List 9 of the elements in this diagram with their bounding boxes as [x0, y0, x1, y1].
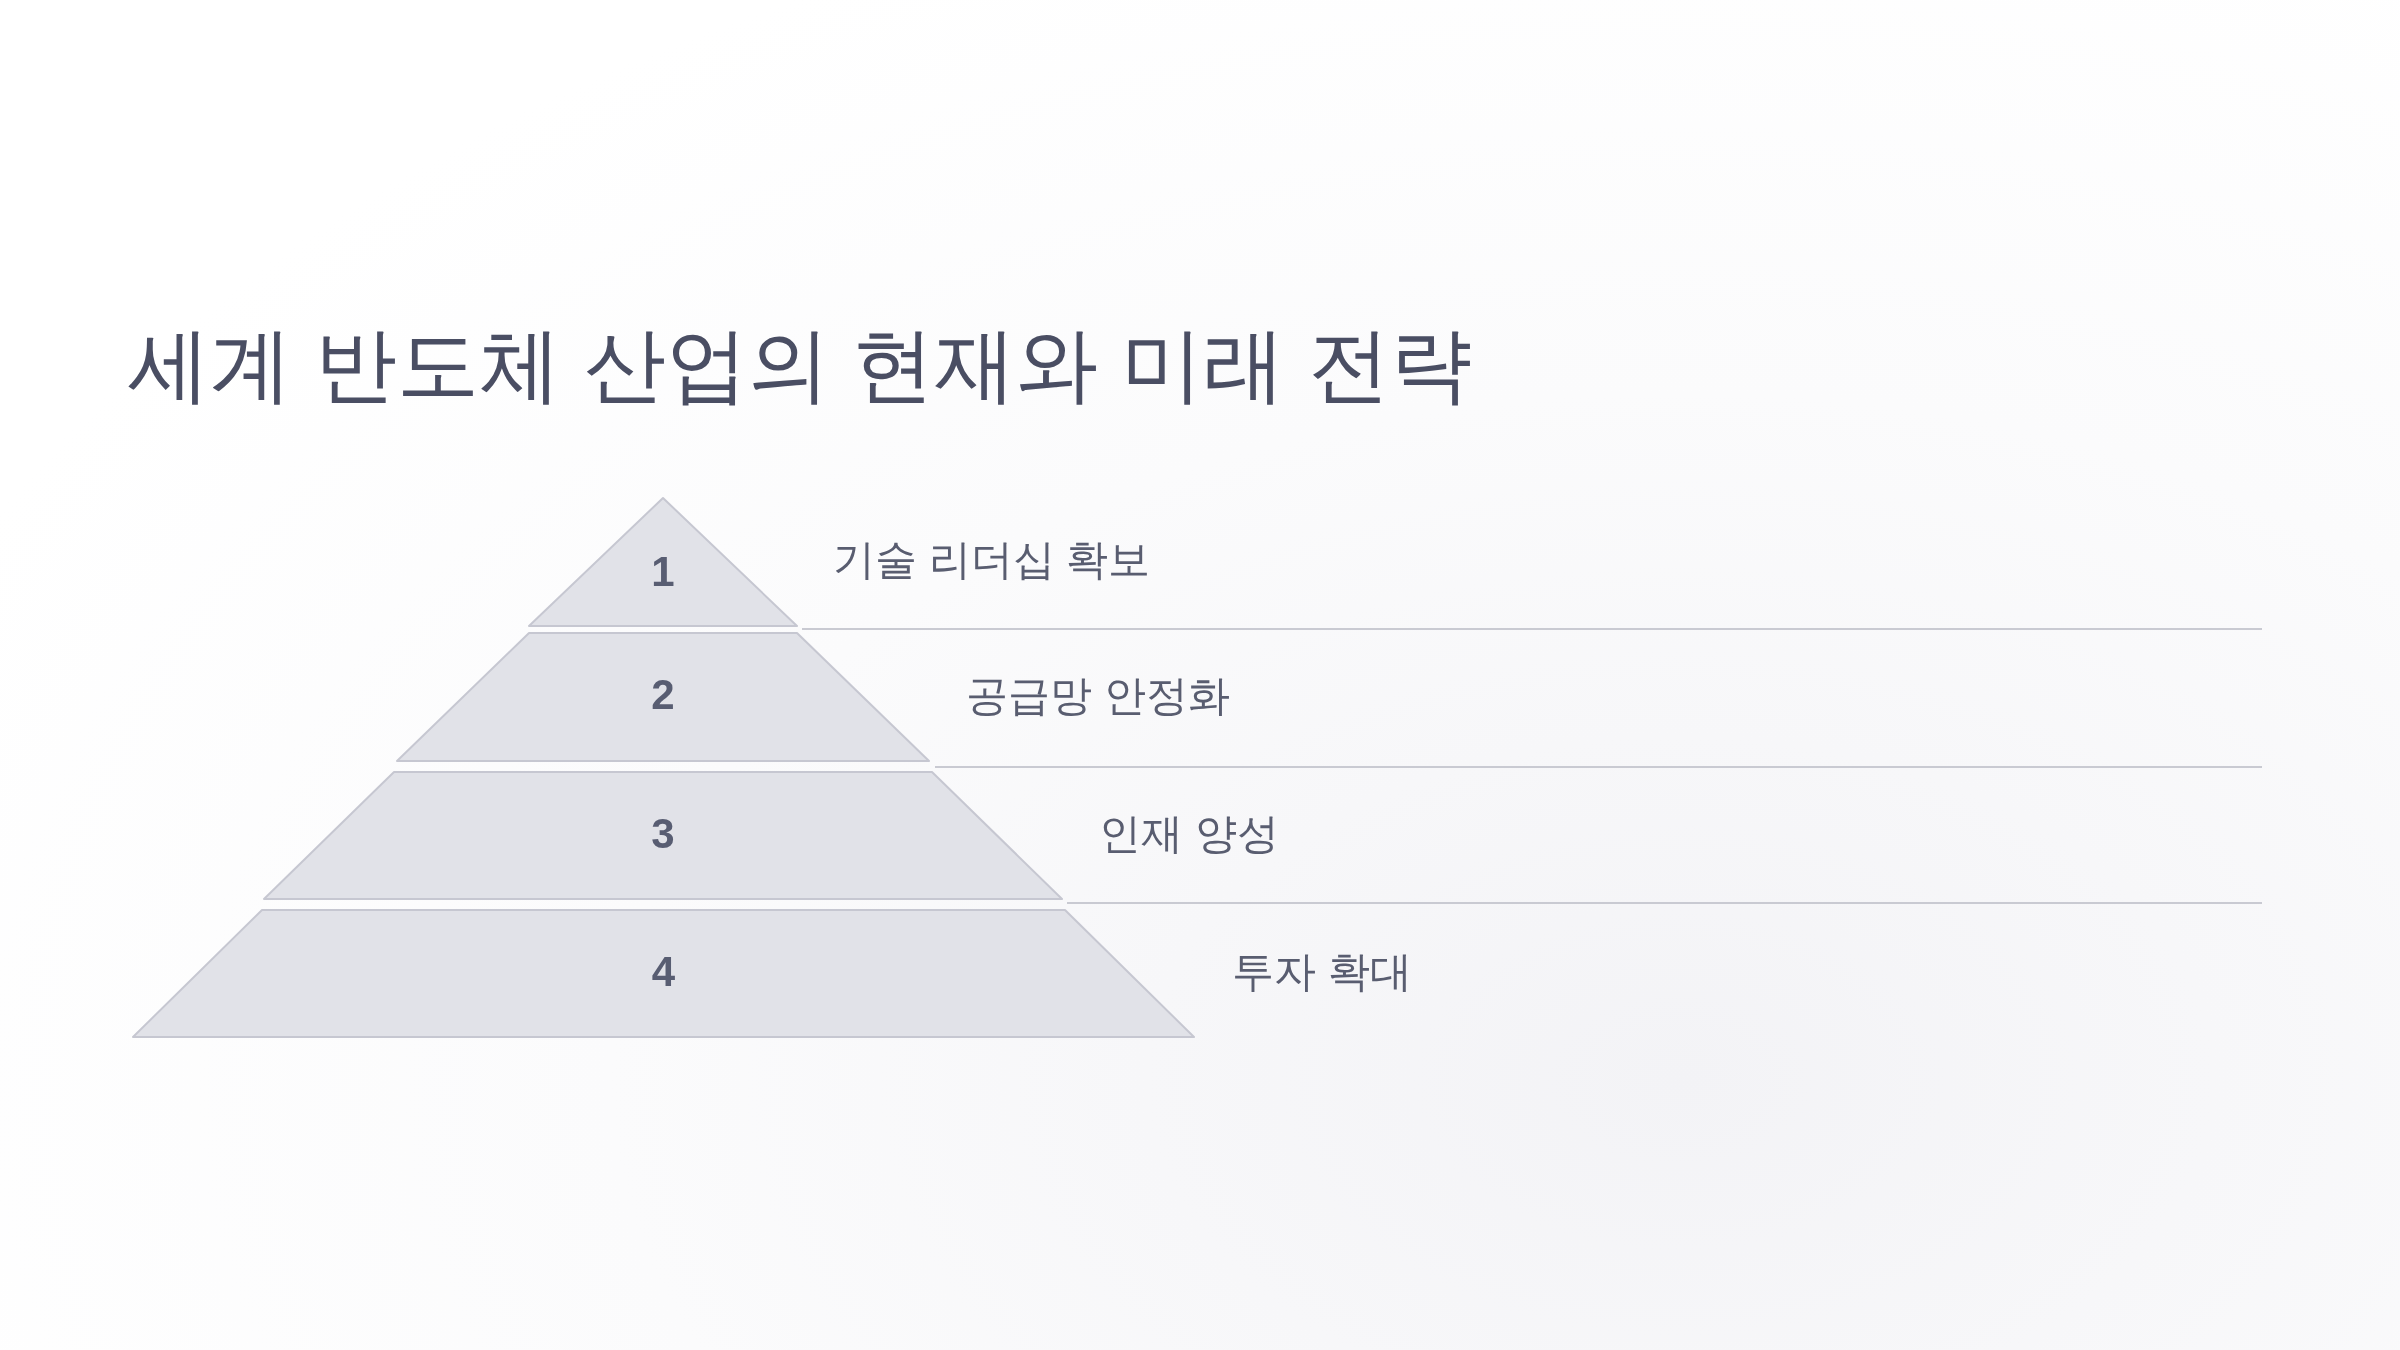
- tier-number: 3: [651, 811, 675, 858]
- tier-label: 공급망 안정화: [966, 670, 1230, 721]
- tier-number: 1: [651, 549, 675, 596]
- tier-number: 2: [651, 672, 675, 719]
- tier-label: 인재 양성: [1099, 808, 1279, 859]
- tier-number: 4: [651, 949, 676, 996]
- tier-label: 기술 리더십 확보: [833, 534, 1151, 585]
- tier-label: 투자 확대: [1232, 946, 1412, 997]
- slide-title: 세계 반도체 산업의 현재와 미래 전략: [128, 318, 1472, 412]
